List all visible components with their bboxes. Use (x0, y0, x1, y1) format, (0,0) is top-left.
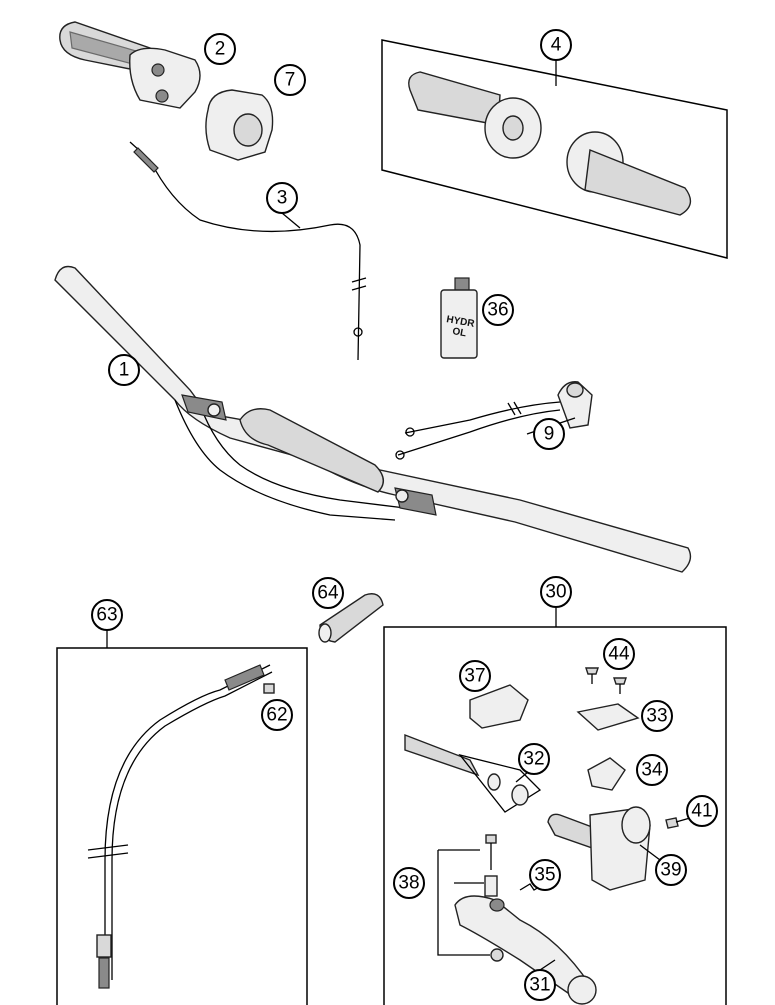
callout-35-label: 35 (534, 865, 555, 886)
callout-38: 38 (393, 867, 425, 899)
callout-36-label: 36 (487, 300, 508, 321)
callout-7-label: 7 (285, 70, 296, 91)
callout-9: 9 (533, 418, 565, 450)
callout-33-label: 33 (646, 706, 667, 727)
handlebar (54, 265, 692, 573)
callout-4-label: 4 (551, 35, 562, 56)
throttle-cable (129, 141, 367, 361)
kill-switch (395, 381, 593, 460)
callout-38-label: 38 (398, 873, 419, 894)
callout-36: 36 (482, 294, 514, 326)
hydraulic-oil-bottle: HYDR OL (440, 277, 478, 359)
callout-64-label: 64 (317, 583, 339, 604)
callout-2-label: 2 (215, 39, 226, 60)
callout-39-label: 39 (660, 860, 681, 881)
callout-2: 2 (204, 33, 236, 65)
callout-34-label: 34 (641, 760, 663, 781)
callout-37: 37 (459, 660, 491, 692)
callout-31-label: 31 (529, 975, 550, 996)
callout-4: 4 (540, 29, 572, 61)
callout-41: 41 (686, 795, 718, 827)
master-cylinder-group (383, 608, 727, 1005)
callout-63-label: 63 (96, 605, 117, 626)
callout-37-label: 37 (464, 666, 485, 687)
bottle-label-line2: OL (451, 326, 467, 339)
callout-7: 7 (274, 64, 306, 96)
callout-32-label: 32 (523, 749, 544, 770)
callout-63: 63 (91, 599, 123, 631)
callout-1: 1 (108, 354, 140, 386)
callout-3: 3 (266, 182, 298, 214)
grip-end (318, 593, 384, 643)
callout-39: 39 (655, 854, 687, 886)
bottle-label-line1: HYDR (445, 314, 476, 330)
grip-set-group (381, 39, 728, 259)
callout-32: 32 (518, 743, 550, 775)
callout-34: 34 (636, 754, 668, 786)
callout-30: 30 (540, 576, 572, 608)
callout-33: 33 (641, 700, 673, 732)
callouts: 1 2 3 4 7 9 36 64 30 63 62 44 37 33 32 3… (91, 29, 718, 1001)
callout-62-label: 62 (266, 705, 287, 726)
callout-9-label: 9 (544, 424, 555, 445)
callout-62: 62 (261, 699, 293, 731)
callout-64: 64 (312, 577, 344, 609)
callout-35: 35 (529, 859, 561, 891)
callout-44: 44 (603, 638, 635, 670)
callout-30-label: 30 (545, 582, 566, 603)
callout-44-label: 44 (608, 644, 630, 665)
callout-41-label: 41 (691, 801, 712, 822)
callout-1-label: 1 (119, 360, 130, 381)
callout-3-label: 3 (277, 188, 288, 209)
throttle-housing (205, 89, 274, 161)
throttle-grip-assembly (59, 21, 201, 109)
callout-31: 31 (524, 969, 556, 1001)
clutch-cable-group (56, 630, 308, 1005)
